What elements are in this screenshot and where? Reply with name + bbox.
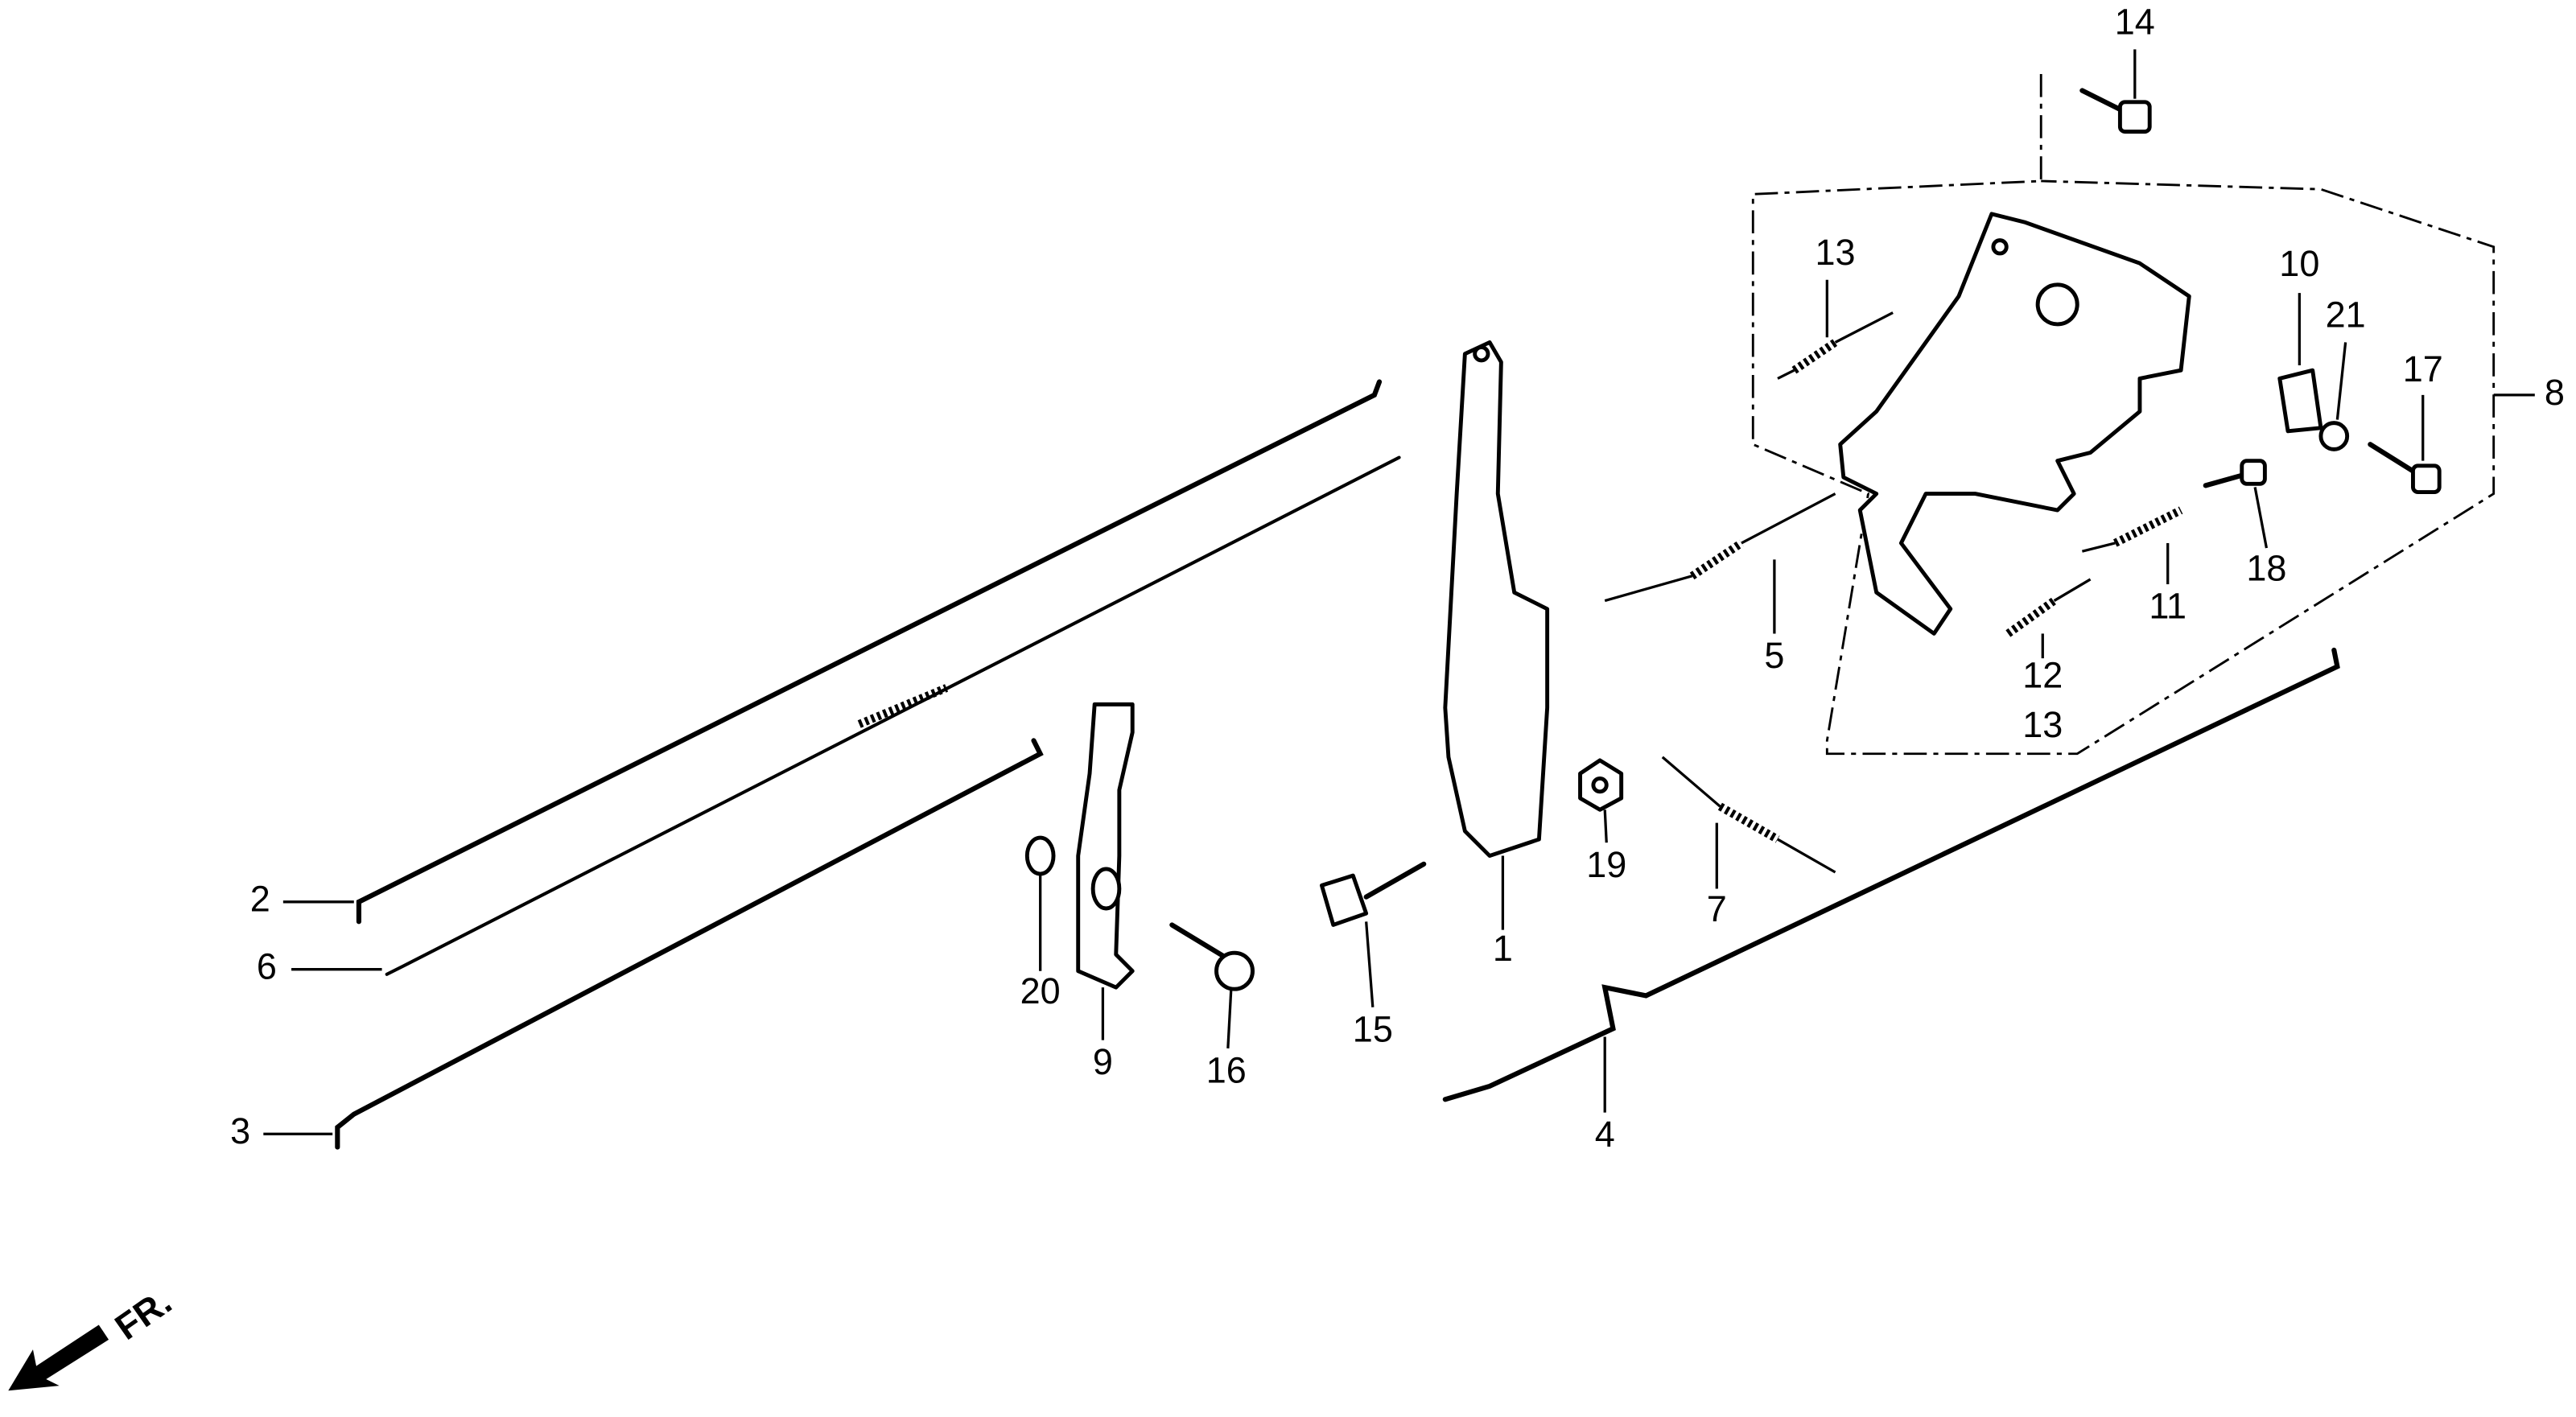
washer-21 xyxy=(2318,421,2350,451)
callout-13b: 13 xyxy=(2022,704,2063,745)
callout-16: 16 xyxy=(1206,1049,1247,1090)
callout-5: 5 xyxy=(1764,635,1784,676)
bolt-18 xyxy=(2203,459,2267,488)
callout-11: 11 xyxy=(2149,586,2187,627)
lever-1 xyxy=(1443,340,1550,859)
callout-20: 20 xyxy=(1020,970,1061,1011)
arm-9 xyxy=(1076,702,1135,990)
rod-3 xyxy=(335,738,1044,1150)
callout-7: 7 xyxy=(1707,888,1727,929)
callout-2: 2 xyxy=(250,879,270,920)
callout-8: 8 xyxy=(2545,372,2565,413)
rod-2 xyxy=(356,379,1383,925)
callout-14: 14 xyxy=(2115,2,2155,43)
pivot-boss xyxy=(2035,282,2079,327)
spring-12 xyxy=(2005,578,2092,637)
washer-20 xyxy=(1024,835,1056,876)
callout-19: 19 xyxy=(1586,844,1626,885)
hole xyxy=(1473,345,1490,363)
bolt-15 xyxy=(1319,861,1427,927)
callout-4: 4 xyxy=(1595,1114,1615,1155)
bolt-16 xyxy=(1169,922,1255,991)
spring-11 xyxy=(2081,506,2183,553)
spring-5 xyxy=(1604,492,1836,603)
callout-21: 21 xyxy=(2326,295,2366,336)
nut-19 xyxy=(1578,758,1624,812)
spring-13 xyxy=(1777,311,1894,380)
spring-on-rod-6 xyxy=(857,684,949,728)
clip-10 xyxy=(2277,368,2323,434)
assembly-8-boundary xyxy=(1751,74,2496,756)
callout-9: 9 xyxy=(1093,1041,1113,1082)
rod-4 xyxy=(1442,647,2340,1102)
rod-6 xyxy=(385,455,1401,976)
hole xyxy=(1991,238,2009,256)
callout-10: 10 xyxy=(2279,243,2319,284)
callout-13: 13 xyxy=(1816,232,1856,273)
callout-17: 17 xyxy=(2403,348,2443,389)
front-direction-arrow: FR. xyxy=(8,1281,179,1391)
bolt-14 xyxy=(2079,49,2152,134)
hole xyxy=(1090,867,1122,911)
bolt-17 xyxy=(2368,442,2442,494)
callout-18: 18 xyxy=(2246,548,2286,589)
callout-1: 1 xyxy=(1493,928,1513,969)
front-label: FR. xyxy=(108,1281,179,1348)
spring-7 xyxy=(1661,756,1836,874)
callout-6: 6 xyxy=(257,946,277,987)
callout-12: 12 xyxy=(2022,655,2063,696)
callout-3: 3 xyxy=(230,1110,250,1151)
control-bracket xyxy=(1838,212,2191,636)
callout-15: 15 xyxy=(1353,1008,1393,1049)
